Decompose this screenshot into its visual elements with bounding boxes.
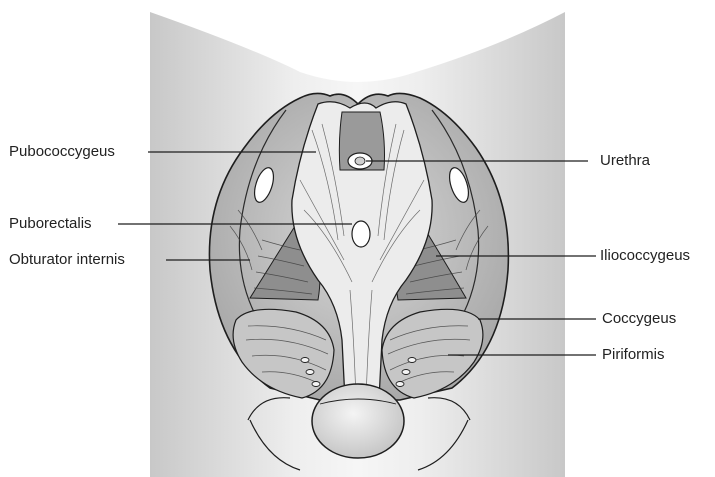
- label-obturator-internis: Obturator internis: [9, 251, 125, 269]
- label-urethra: Urethra: [600, 152, 650, 170]
- label-piriformis: Piriformis: [602, 346, 665, 364]
- label-iliococcygeus: Iliococcygeus: [600, 247, 690, 265]
- vaginal-opening: [352, 221, 370, 247]
- label-coccygeus: Coccygeus: [602, 310, 676, 328]
- label-pubococcygeus: Pubococcygeus: [9, 143, 115, 161]
- coccyx: [312, 384, 404, 458]
- label-puborectalis: Puborectalis: [9, 215, 92, 233]
